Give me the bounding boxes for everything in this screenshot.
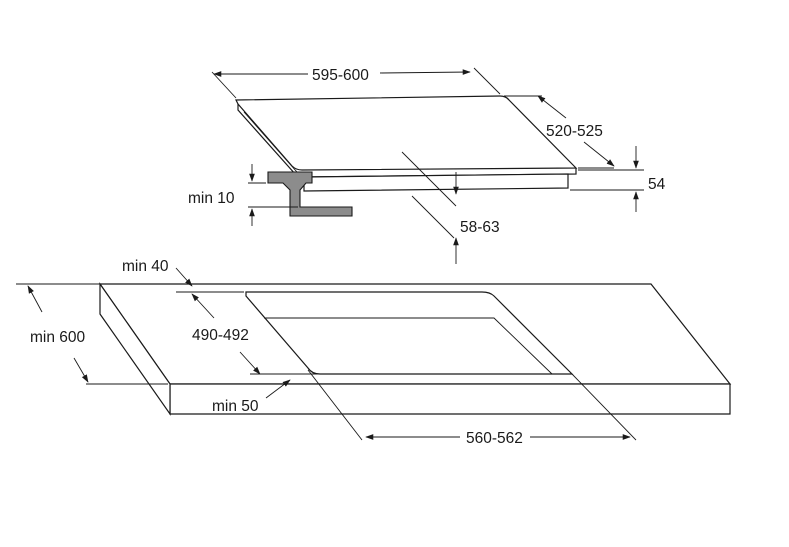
label-front-edge: min 40: [122, 258, 169, 275]
worktop-side-face: [99, 282, 171, 416]
label-cutout-depth: 490-492: [192, 327, 249, 344]
hob: [235, 95, 578, 192]
worktop: [98, 282, 732, 416]
dimension-front-edge: min 40: [80, 258, 244, 293]
dimension-bracket: min 10: [188, 164, 298, 226]
hob-top-surface: [235, 95, 578, 171]
worktop-cutout-inner: [264, 317, 553, 375]
hob-side-line: [243, 111, 305, 181]
dimension-hob-height: 54: [570, 146, 666, 212]
label-cutout-width: 560-562: [466, 430, 523, 447]
dimension-cutout-depth: 490-492: [191, 293, 261, 375]
hob-housing: [303, 173, 569, 192]
label-clearance: 58-63: [460, 219, 500, 236]
label-hob-height: 54: [648, 176, 666, 193]
label-worktop-depth: min 600: [30, 329, 86, 346]
label-hob-depth: 520-525: [546, 123, 603, 140]
dimension-cutout-width: 560-562: [307, 369, 637, 447]
worktop-cutout: [245, 291, 574, 375]
label-back-edge: min 50: [212, 398, 259, 415]
dimension-hob-width: 595-600: [211, 67, 501, 99]
label-bracket: min 10: [188, 190, 235, 207]
dimension-back-edge: min 50: [212, 373, 320, 415]
label-hob-width: 595-600: [312, 67, 369, 84]
fixing-bracket: [267, 171, 353, 217]
dimension-worktop-depth: min 600: [16, 283, 168, 385]
dimension-clearance: 58-63: [401, 151, 500, 264]
dimension-hob-depth: 520-525: [504, 95, 615, 169]
